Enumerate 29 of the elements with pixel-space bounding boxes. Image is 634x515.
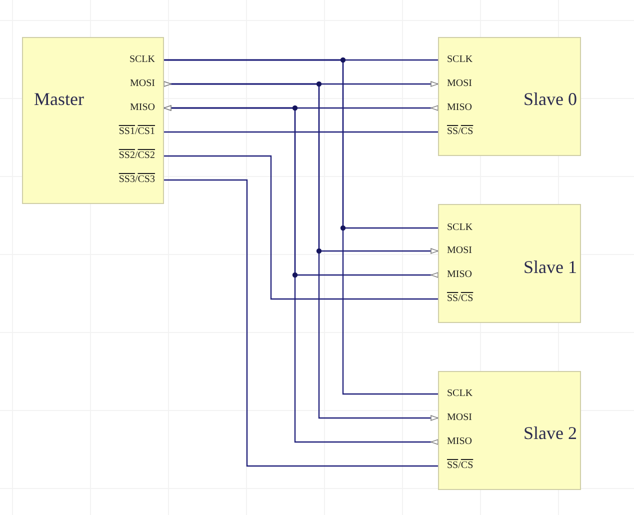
device-block [22, 37, 164, 204]
device-block [438, 371, 581, 490]
pin-label: SS/CS [439, 126, 474, 138]
pin-label: SS/CS [439, 293, 474, 305]
pin-label: MISO [439, 436, 472, 448]
device-name: Slave 2 [524, 423, 577, 443]
signal-wire [164, 179, 438, 467]
pin-label: MOSI [439, 412, 472, 424]
pin-label: SS1/CS1 [118, 126, 163, 138]
signal-wire [164, 155, 438, 300]
device-block [438, 204, 581, 323]
pin-label: SCLK [439, 388, 473, 400]
pin-label: MOSI [439, 245, 472, 257]
pin-label: SS2/CS2 [118, 150, 163, 162]
pin-label: MISO [439, 102, 472, 114]
device-name: Slave 1 [524, 257, 577, 277]
pin-label: SS/CS [439, 460, 474, 472]
pin-label: SCLK [129, 54, 163, 66]
signal-wire [164, 131, 438, 133]
device-block [438, 37, 581, 156]
pin-label: MISO [439, 269, 472, 281]
device-name: Slave 0 [524, 89, 577, 109]
pin-label: SCLK [439, 54, 473, 66]
pin-label: MOSI [130, 78, 163, 90]
pin-label: SCLK [439, 222, 473, 234]
pin-label: MOSI [439, 78, 472, 90]
pin-label: SS3/CS3 [118, 174, 163, 186]
device-name: Master [34, 89, 84, 109]
pin-label: MISO [130, 102, 163, 114]
